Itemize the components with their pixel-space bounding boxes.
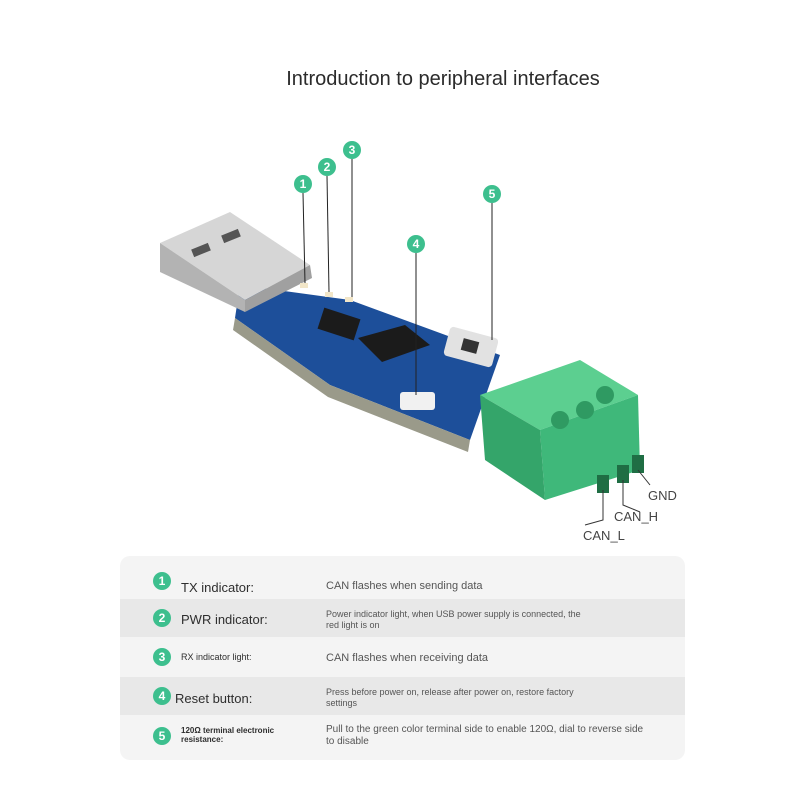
row-number-badge: 2 (153, 609, 171, 627)
row-number-badge: 1 (153, 572, 171, 590)
usb-slot-2 (221, 228, 241, 244)
table-row: 1 TX indicator: CAN flashes when sending… (120, 562, 685, 598)
usb-plug-top (160, 212, 310, 300)
terminal-slot-3 (632, 455, 644, 473)
terminal-top (480, 360, 638, 430)
callout-1: 1 (294, 175, 312, 193)
interfaces-table: 1 TX indicator: CAN flashes when sending… (120, 556, 685, 760)
callout-3: 3 (343, 141, 361, 159)
gnd-label: GND (648, 488, 677, 503)
row-number-badge: 4 (153, 687, 171, 705)
interface-desc: Power indicator light, when USB power su… (326, 609, 581, 630)
pcb-edge (233, 318, 470, 452)
interface-label: TX indicator: (181, 580, 254, 595)
interface-label: Reset button: (175, 691, 253, 706)
switch-knob (460, 338, 480, 354)
interface-desc: CAN flashes when sending data (326, 580, 483, 592)
table-row: 5 120Ω terminal electronic resistance: P… (120, 716, 685, 756)
row-number-badge: 3 (153, 648, 171, 666)
can-l-label: CAN_L (583, 528, 625, 543)
interface-desc: Press before power on, release after pow… (326, 687, 574, 708)
svg-text:5: 5 (489, 187, 496, 201)
svg-text:4: 4 (413, 237, 420, 251)
callout-5: 5 (483, 185, 501, 203)
terminal-screw-2 (576, 401, 594, 419)
table-row: 4 Reset button: Press before power on, r… (120, 677, 685, 715)
callout-2: 2 (318, 158, 336, 176)
can-h-label: CAN_H (614, 509, 658, 524)
terminal-screw-3 (596, 386, 614, 404)
page-title: Introduction to peripheral interfaces (286, 68, 600, 90)
interface-desc: CAN flashes when receiving data (326, 652, 489, 664)
svg-text:1: 1 (300, 177, 307, 191)
terminal-screw-1 (551, 411, 569, 429)
pcb-board (235, 285, 500, 440)
interface-label: 120Ω terminal electronic resistance: (181, 726, 275, 744)
usb-plug-side (160, 243, 245, 312)
usb-slot-1 (191, 242, 211, 258)
svg-text:3: 3 (349, 143, 356, 157)
terminal-slot-1 (597, 475, 609, 493)
table-row: 3 RX indicator light: CAN flashes when r… (120, 638, 685, 676)
pwr-led (325, 292, 333, 297)
usb-plug-end (245, 265, 312, 312)
terminal-slot-2 (617, 465, 629, 483)
tx-led (300, 283, 308, 288)
terminal-side (480, 395, 545, 500)
usb-can-adapter-illustration: GND CAN_H CAN_L 1 2 3 4 5 (160, 141, 677, 543)
svg-text:2: 2 (324, 160, 331, 174)
rx-led (345, 297, 353, 302)
table-row: 2 PWR indicator: Power indicator light, … (120, 599, 685, 637)
interface-label: RX indicator light: (181, 652, 252, 662)
reset-button-part (400, 392, 435, 410)
transceiver-chip (317, 307, 361, 341)
row-number-badge: 5 (153, 727, 171, 745)
callout-4: 4 (407, 235, 425, 253)
mcu-chip (358, 325, 430, 362)
interface-desc: Pull to the green color terminal side to… (326, 724, 644, 747)
interface-label: PWR indicator: (181, 612, 268, 627)
